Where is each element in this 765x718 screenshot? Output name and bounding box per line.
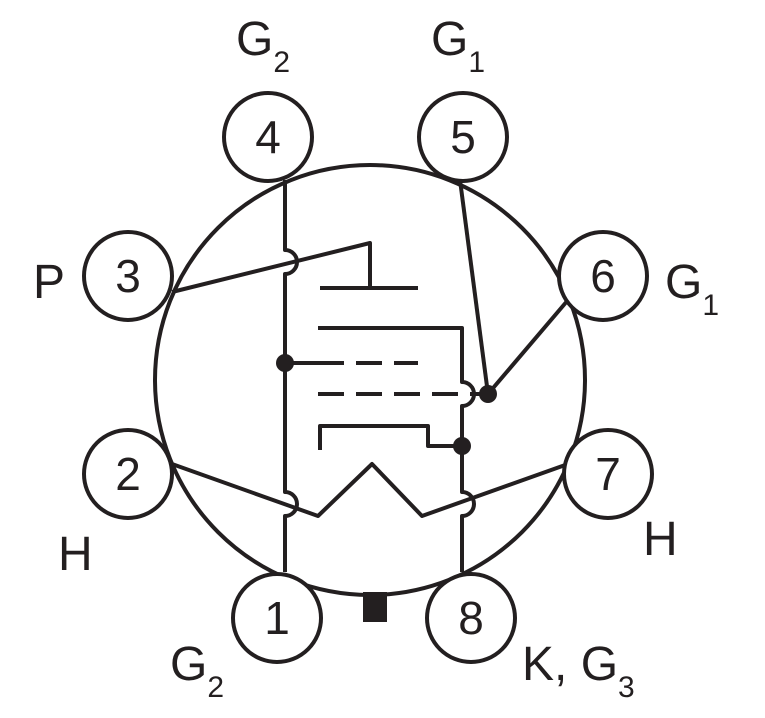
pin-1: 1 [231, 572, 323, 664]
pin-5: 5 [417, 91, 509, 183]
pin-circle [425, 572, 517, 664]
screen-grid-lead [283, 180, 299, 572]
label-subscript: 2 [273, 46, 290, 79]
pin-1-label: G2 [170, 638, 224, 704]
pin-2-label: H [58, 528, 93, 581]
base-key [363, 592, 387, 622]
junction-dot [479, 385, 497, 403]
pin-number: 4 [255, 111, 281, 163]
heater-filament [171, 462, 569, 518]
cathode-electrode [318, 424, 462, 450]
control-grid-lead-5 [458, 179, 490, 395]
label-main: K, G [522, 638, 618, 691]
label-main: G [236, 13, 273, 66]
pin-4: 4 [222, 91, 314, 183]
pin-circle [231, 572, 323, 664]
pin-circle [562, 428, 654, 520]
pin-5-label: G1 [431, 13, 485, 79]
pin-circle [82, 428, 174, 520]
pin-6: 6 [557, 230, 649, 322]
junction-dot [276, 354, 294, 372]
label-subscript: 1 [702, 289, 719, 322]
control-grid-lead-6 [486, 298, 570, 396]
pin-3-label: P [33, 256, 65, 309]
pin-number: 1 [264, 592, 290, 644]
label-subscript: 1 [468, 46, 485, 79]
pin-number: 7 [595, 448, 621, 500]
pin-6-label: G1 [665, 256, 719, 322]
label-main: G [170, 638, 207, 691]
pin-7: 7 [562, 428, 654, 520]
pin-circle [417, 91, 509, 183]
pin-8-label: K, G3 [522, 638, 635, 704]
label-subscript: 2 [207, 671, 224, 704]
pin-circle [82, 230, 174, 322]
plate-lead [171, 241, 372, 294]
pin-number: 5 [450, 111, 476, 163]
pin-circle [557, 230, 649, 322]
label-subscript: 3 [618, 671, 635, 704]
junction-dot [453, 437, 471, 455]
internal-wiring [171, 179, 570, 572]
pin-8: 8 [425, 572, 517, 664]
label-main: G [431, 13, 468, 66]
pin-7-label: H [643, 513, 678, 566]
pin-number: 2 [115, 448, 141, 500]
pin-3: 3 [82, 230, 174, 322]
label-main: G [665, 256, 702, 309]
tube-envelope [153, 163, 587, 597]
pin-number: 8 [458, 592, 484, 644]
pin-4-label: G2 [236, 13, 290, 79]
pin-circle [222, 91, 314, 183]
pin-number: 6 [590, 250, 616, 302]
pin-2: 2 [82, 428, 174, 520]
pin-number: 3 [115, 250, 141, 302]
suppressor-grid-electrode [318, 326, 476, 572]
